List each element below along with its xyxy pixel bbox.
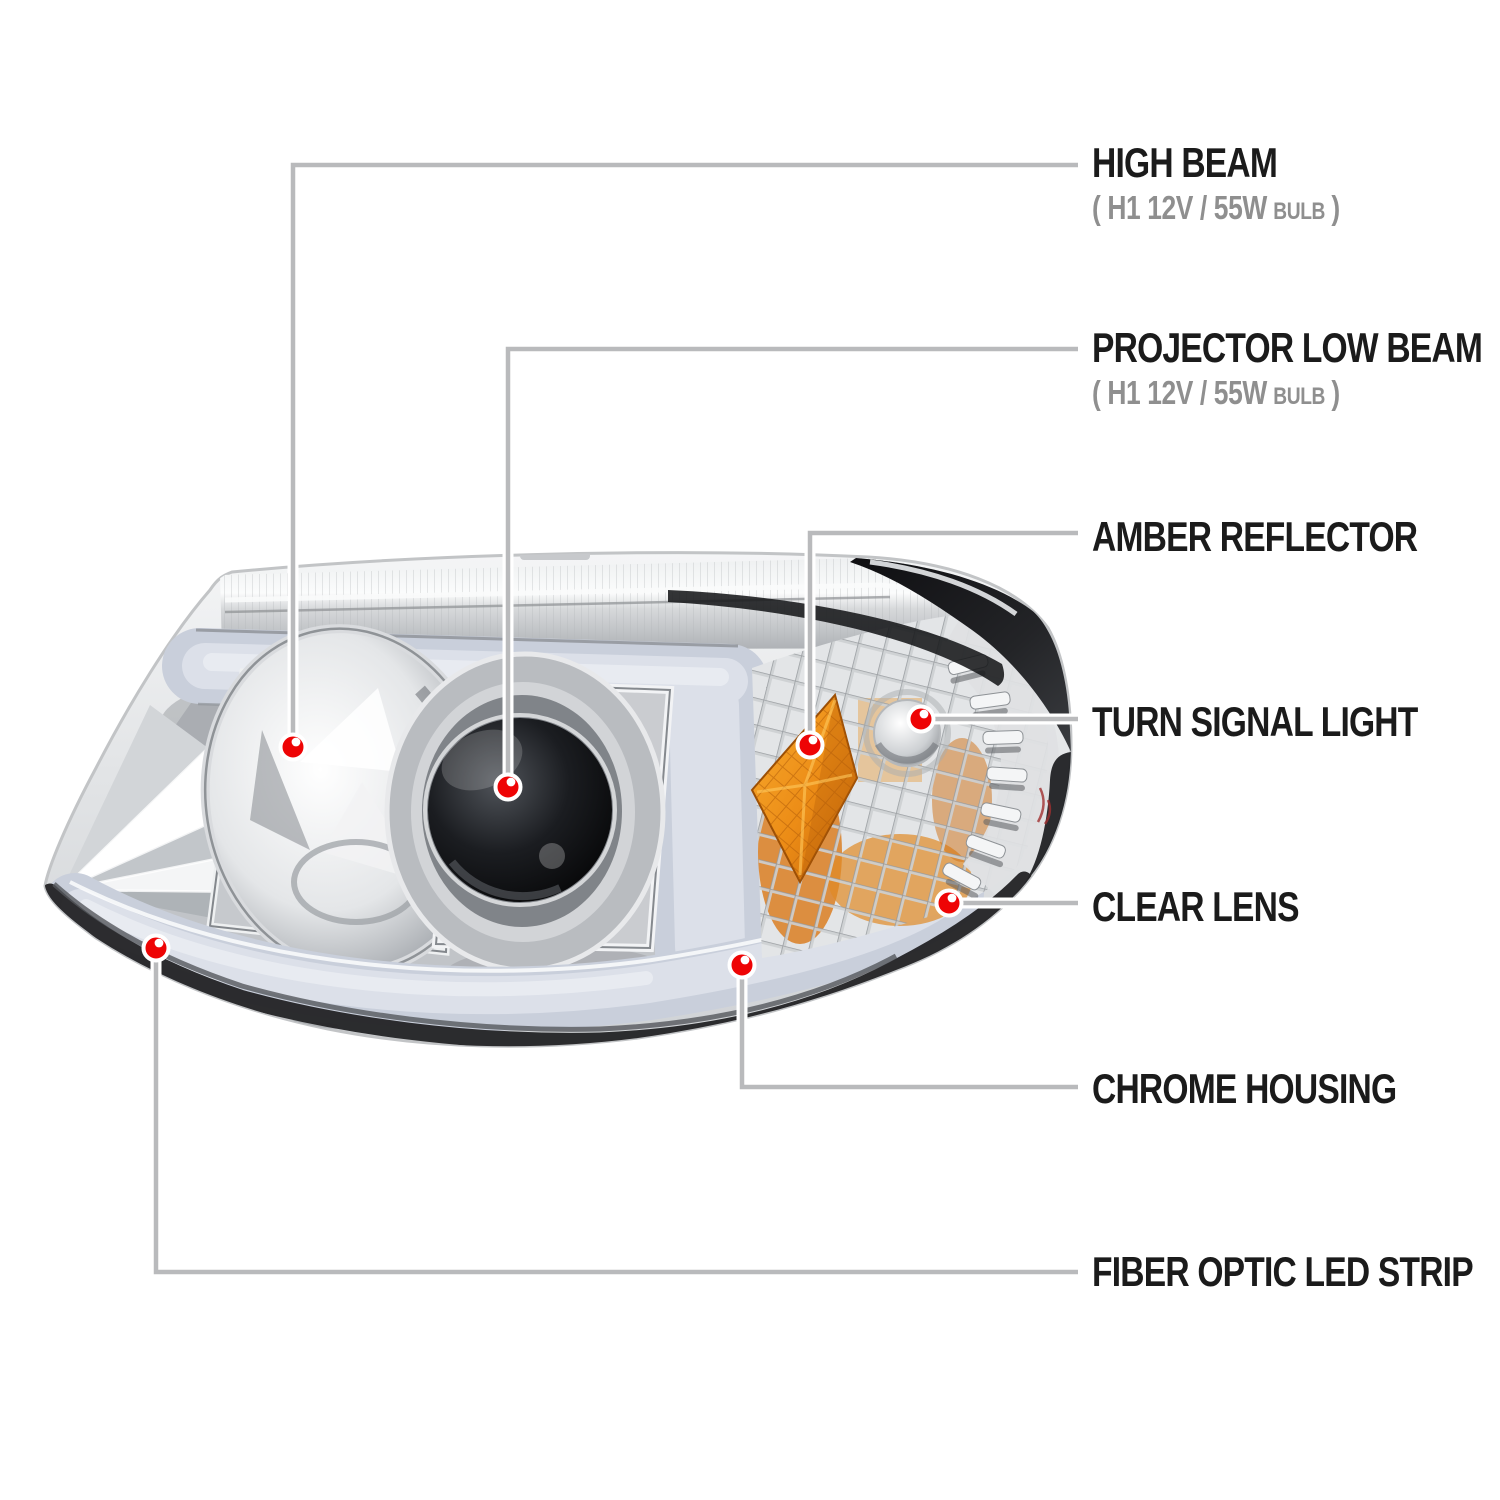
black-trim-cap (850, 558, 1071, 752)
callout-dot-chrome-housing (727, 950, 757, 980)
callout-lines (150, 159, 1078, 1278)
callout-dot-clear-lens (934, 888, 964, 918)
callout-dot-amber-reflector (795, 730, 825, 760)
label-title: CLEAR LENS (1092, 883, 1299, 930)
callout-dot-projector-low-beam (493, 772, 523, 802)
callout-label-fiber-optic-led-strip: FIBER OPTIC LED STRIP (1092, 1251, 1500, 1293)
callout-label-chrome-housing: CHROME HOUSING (1092, 1068, 1472, 1110)
projector-lens (384, 651, 675, 973)
inner-top-shadow (668, 590, 1005, 686)
callout-dots (141, 704, 964, 980)
callout-line-projector-low-beam (505, 346, 1078, 787)
label-title: HIGH BEAM (1092, 139, 1278, 186)
callout-dot-high-beam (278, 732, 308, 762)
callout-label-turn-signal-light: TURN SIGNAL LIGHT (1092, 701, 1499, 743)
label-title: FIBER OPTIC LED STRIP (1092, 1248, 1474, 1295)
callout-line-high-beam (290, 162, 1078, 747)
callout-dot-fiber-optic-led-strip (141, 933, 171, 963)
callout-line-amber-reflector (807, 530, 1078, 745)
turn-signal-bulb-cover (863, 689, 951, 777)
label-title: PROJECTOR LOW BEAM (1092, 324, 1483, 371)
red-wire-reflection (1036, 787, 1052, 825)
label-title: CHROME HOUSING (1092, 1065, 1397, 1112)
headlight-photo (43, 551, 1073, 1048)
callout-label-clear-lens: CLEAR LENS (1092, 886, 1350, 928)
callout-dot-turn-signal-light (906, 704, 936, 734)
callout-label-amber-reflector: AMBER REFLECTOR (1092, 516, 1499, 558)
callout-line-chrome-housing (739, 965, 1078, 1090)
callout-line-fiber-optic-led-strip (153, 948, 1078, 1275)
label-title: AMBER REFLECTOR (1092, 513, 1418, 560)
label-title: TURN SIGNAL LIGHT (1092, 698, 1418, 745)
top-chrome-strip (220, 552, 1038, 650)
